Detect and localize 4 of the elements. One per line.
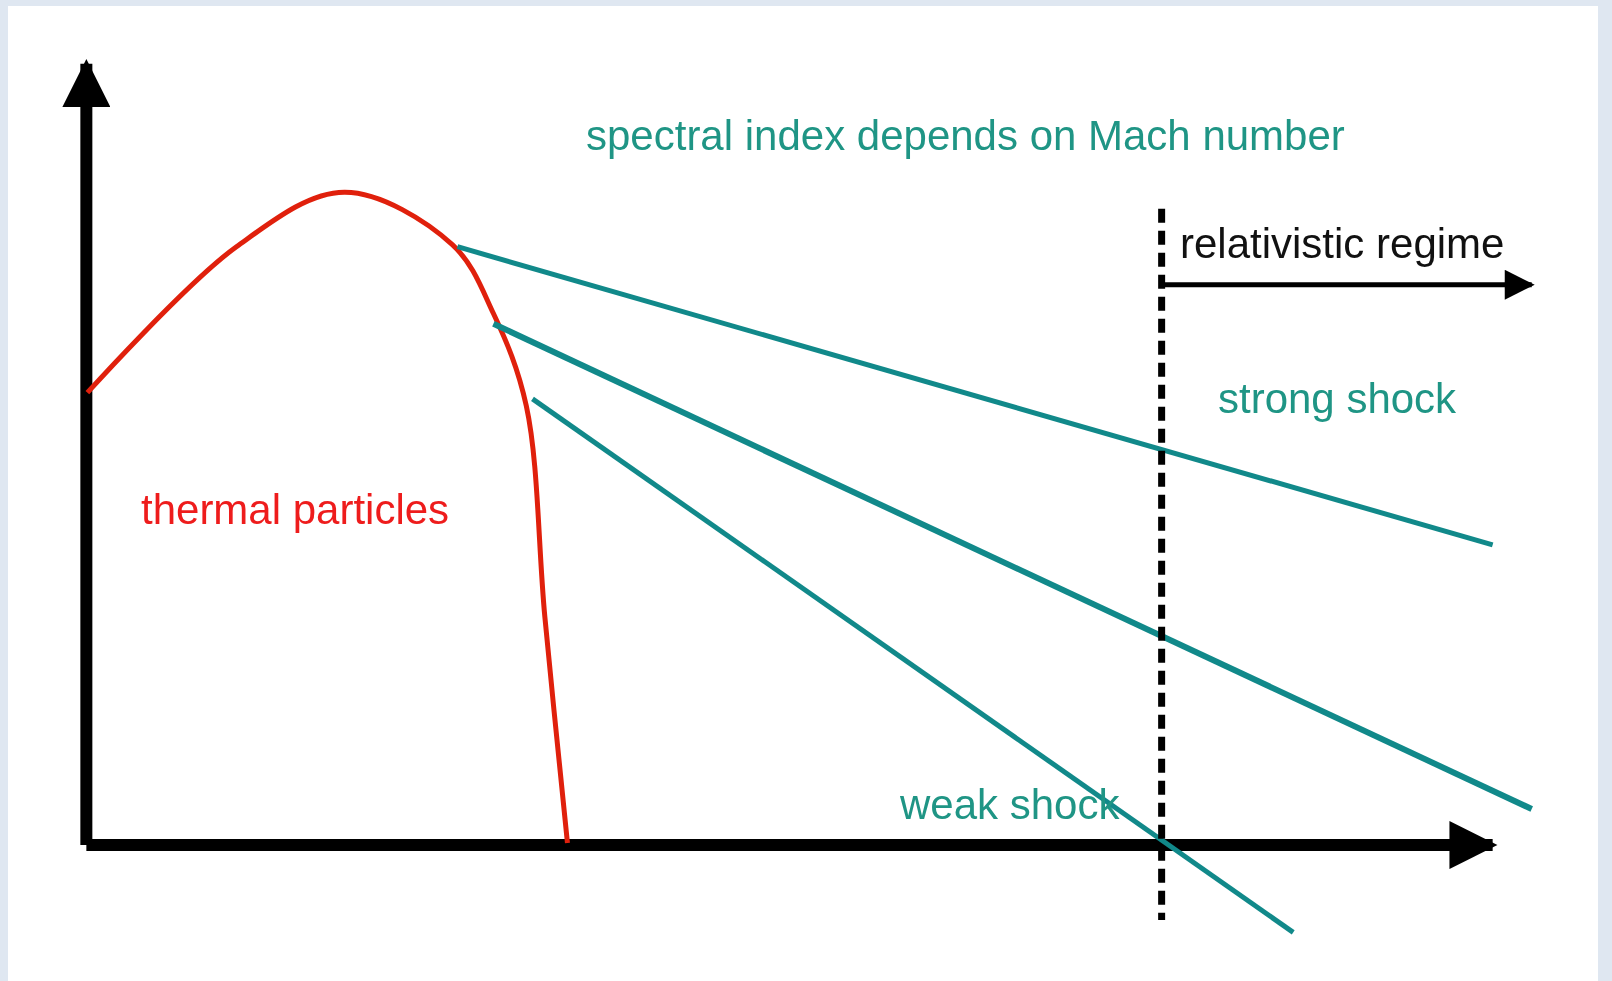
curve-label: strong shock [1218,375,1457,424]
region-label: relativistic regime [1180,220,1505,269]
annotation-note: spectral index depends on Mach number [586,112,1345,161]
curve-label: thermal particles [141,486,450,535]
